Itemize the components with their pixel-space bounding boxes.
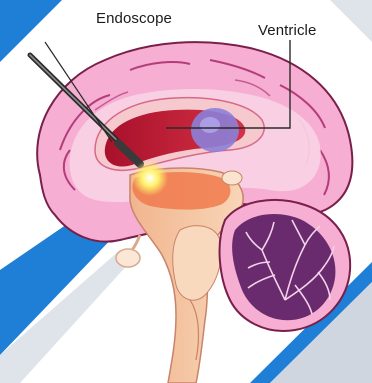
endoscope-label: Endoscope [96,10,172,27]
endoscope-light-glow [132,160,168,196]
top-right-grey-corner [330,0,372,42]
ventricle-label: Ventricle [258,22,316,39]
cerebellum [220,200,351,331]
pons [173,226,222,301]
